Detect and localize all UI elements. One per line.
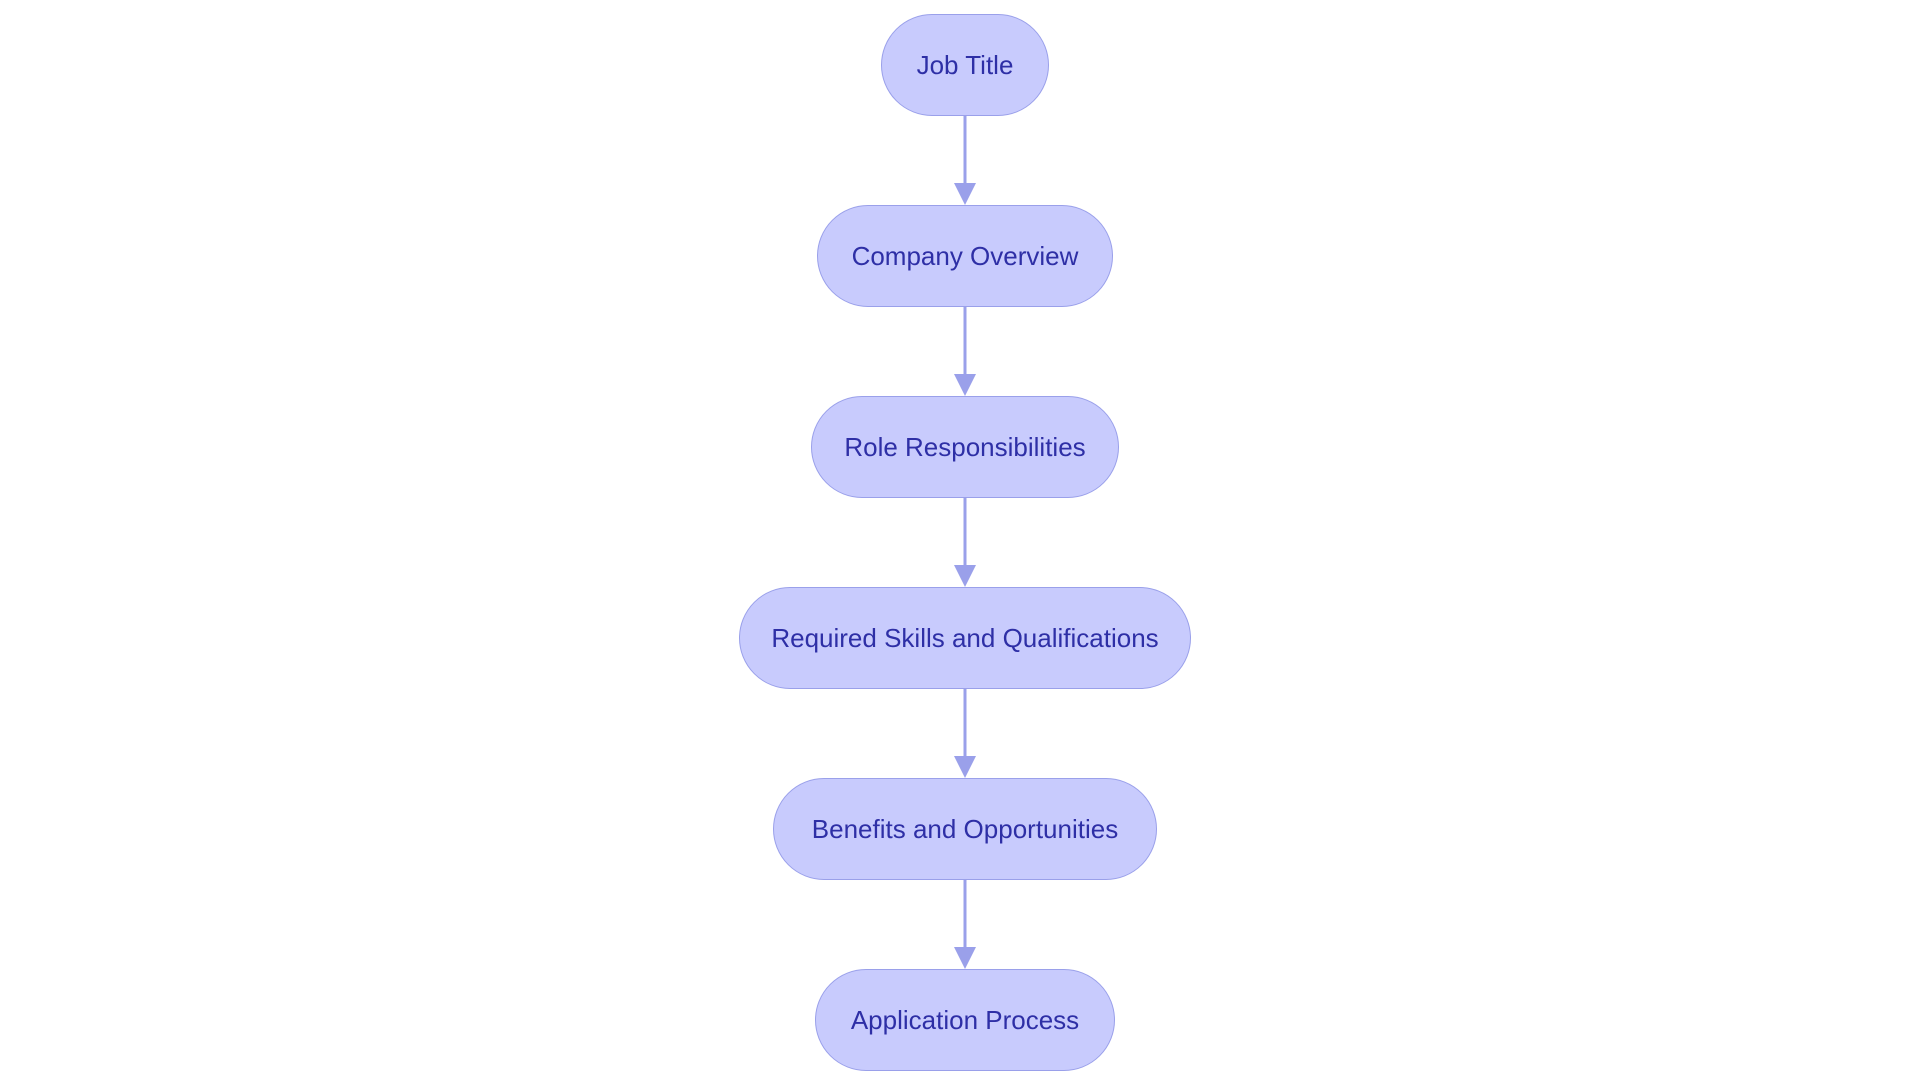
node-label: Application Process <box>850 1004 1080 1035</box>
arrowhead-icon <box>954 947 976 969</box>
node-label: Benefits and Opportunities <box>811 813 1119 844</box>
node-job-title: Job Title <box>881 14 1049 116</box>
node-role-responsibilities: Role Responsibilities <box>811 396 1119 498</box>
node-label: Required Skills and Qualifications <box>771 622 1159 653</box>
arrowhead-icon <box>954 756 976 778</box>
arrowhead-icon <box>954 374 976 396</box>
node-required-skills: Required Skills and Qualifications <box>739 587 1191 689</box>
node-benefits: Benefits and Opportunities <box>773 778 1157 880</box>
node-label: Role Responsibilities <box>844 431 1086 462</box>
arrowhead-icon <box>954 183 976 205</box>
node-application-process: Application Process <box>815 969 1115 1071</box>
node-label: Company Overview <box>851 240 1079 271</box>
node-label: Job Title <box>916 49 1014 80</box>
arrowhead-icon <box>954 565 976 587</box>
node-company-overview: Company Overview <box>817 205 1113 307</box>
